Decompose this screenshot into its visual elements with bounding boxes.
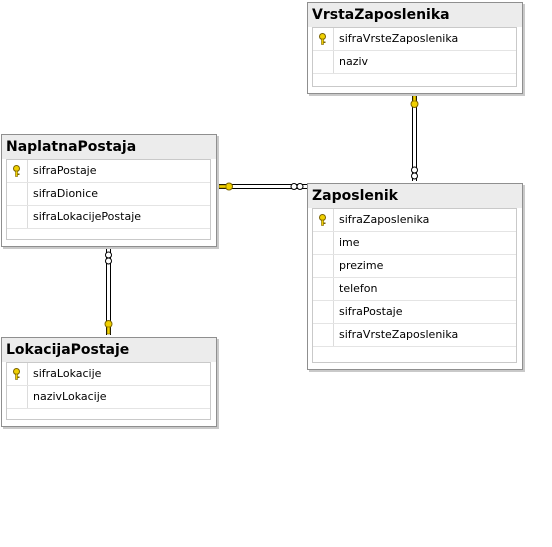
table-title[interactable]: LokacijaPostaje bbox=[2, 338, 216, 362]
row-gutter bbox=[7, 206, 28, 228]
column-list: sifraVrsteZaposlenika naziv bbox=[312, 27, 517, 87]
column-list: sifraLokacije nazivLokacije bbox=[6, 362, 211, 420]
row-gutter bbox=[313, 232, 334, 254]
column-name: ime bbox=[339, 236, 360, 249]
key-icon bbox=[13, 368, 20, 380]
table-title[interactable]: NaplatnaPostaja bbox=[2, 135, 216, 159]
row-gutter bbox=[313, 209, 334, 231]
column-name: sifraDionice bbox=[33, 187, 99, 200]
column-name: telefon bbox=[339, 282, 378, 295]
key-icon bbox=[319, 33, 326, 45]
relationship-vrsta-zaposlenik[interactable] bbox=[410, 93, 419, 181]
table-lokacija-postaje[interactable]: LokacijaPostaje sifraLokacije nazivLokac… bbox=[1, 337, 217, 427]
row-gutter bbox=[313, 301, 334, 323]
column-row[interactable]: sifraVrsteZaposlenika bbox=[313, 324, 516, 347]
row-gutter bbox=[7, 183, 28, 205]
table-vrsta-zaposlenika[interactable]: VrstaZaposlenika sifraVrsteZaposlenika n… bbox=[307, 2, 523, 94]
infinity-end-icon bbox=[411, 166, 418, 180]
column-row[interactable]: sifraPostaje bbox=[313, 301, 516, 324]
row-gutter bbox=[7, 386, 28, 408]
column-name: sifraPostaje bbox=[339, 305, 403, 318]
column-name: naziv bbox=[339, 55, 369, 68]
column-name: prezime bbox=[339, 259, 384, 272]
relationship-naplatna-zaposlenik[interactable] bbox=[218, 182, 307, 191]
column-row[interactable]: telefon bbox=[313, 278, 516, 301]
relationship-lokacija-naplatna[interactable] bbox=[104, 248, 113, 335]
column-row[interactable]: sifraLokacije bbox=[7, 363, 210, 386]
row-gutter bbox=[7, 363, 28, 385]
column-name: sifraVrsteZaposlenika bbox=[339, 32, 459, 45]
key-end-icon bbox=[410, 93, 419, 108]
column-name: sifraLokacijePostaje bbox=[33, 210, 142, 223]
key-icon bbox=[13, 165, 20, 177]
column-list: sifraZaposlenika ime prezime telefon sif… bbox=[312, 208, 517, 363]
column-row[interactable]: prezime bbox=[313, 255, 516, 278]
infinity-end-icon bbox=[290, 183, 304, 190]
table-title[interactable]: Zaposlenik bbox=[308, 184, 522, 208]
table-title[interactable]: VrstaZaposlenika bbox=[308, 3, 522, 27]
column-row[interactable]: ime bbox=[313, 232, 516, 255]
row-gutter bbox=[313, 324, 334, 346]
key-end-icon bbox=[104, 320, 113, 335]
infinity-end-icon bbox=[105, 251, 112, 265]
column-row[interactable]: sifraLokacijePostaje bbox=[7, 206, 210, 229]
key-icon bbox=[319, 214, 326, 226]
column-list: sifraPostaje sifraDionice sifraLokacijeP… bbox=[6, 159, 211, 240]
table-naplatna-postaja[interactable]: NaplatnaPostaja sifraPostaje sifraDionic… bbox=[1, 134, 217, 247]
table-zaposlenik[interactable]: Zaposlenik sifraZaposlenika ime prezime … bbox=[307, 183, 523, 370]
column-row[interactable]: sifraVrsteZaposlenika bbox=[313, 28, 516, 51]
row-gutter bbox=[313, 51, 334, 73]
row-gutter bbox=[7, 160, 28, 182]
row-gutter bbox=[313, 278, 334, 300]
column-name: sifraPostaje bbox=[33, 164, 97, 177]
key-end-icon bbox=[218, 182, 233, 191]
column-row[interactable]: naziv bbox=[313, 51, 516, 74]
column-name: sifraLokacije bbox=[33, 367, 102, 380]
column-row[interactable]: sifraPostaje bbox=[7, 160, 210, 183]
column-name: sifraZaposlenika bbox=[339, 213, 430, 226]
row-gutter bbox=[313, 255, 334, 277]
column-row[interactable]: sifraDionice bbox=[7, 183, 210, 206]
column-row[interactable]: sifraZaposlenika bbox=[313, 209, 516, 232]
row-gutter bbox=[313, 28, 334, 50]
column-name: nazivLokacije bbox=[33, 390, 107, 403]
column-name: sifraVrsteZaposlenika bbox=[339, 328, 459, 341]
column-row[interactable]: nazivLokacije bbox=[7, 386, 210, 409]
